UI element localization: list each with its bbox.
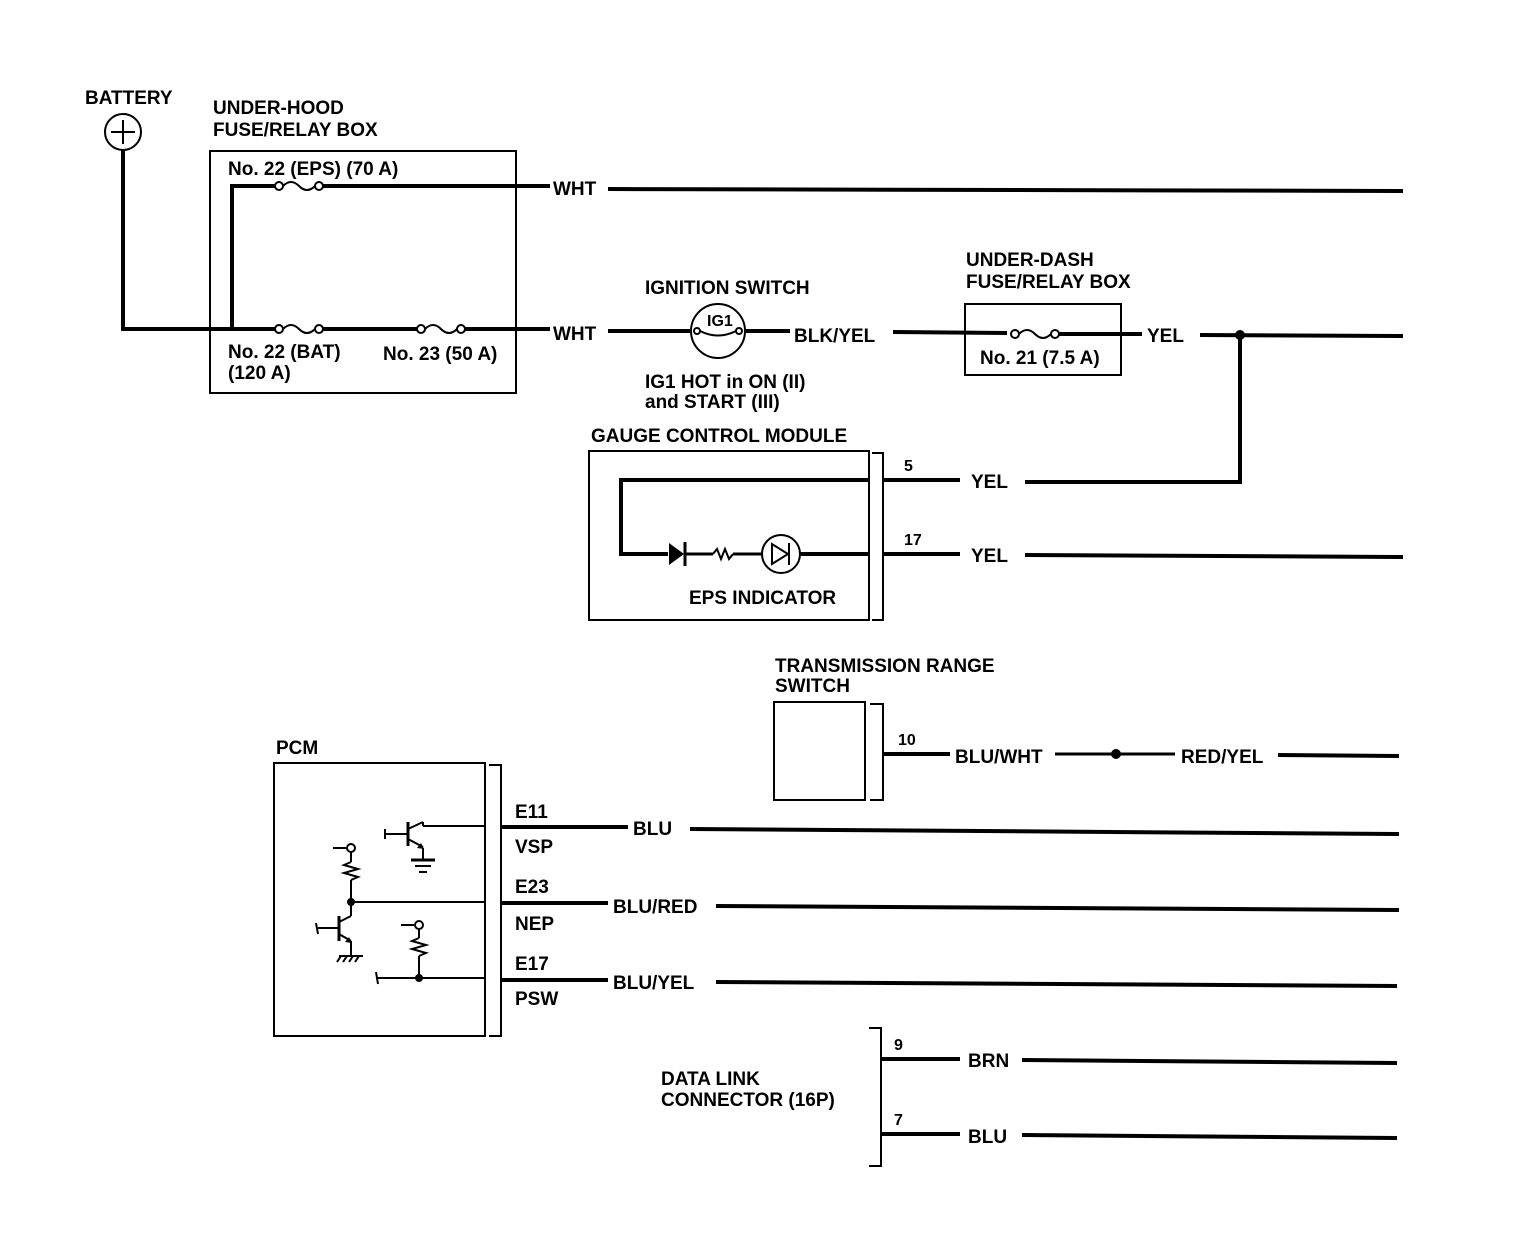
eps-indicator-lamp-icon: [761, 534, 801, 574]
wire-blu-dlc: [1021, 1133, 1398, 1140]
wire-blu-dlc-label: BLU: [968, 1127, 1007, 1148]
wire-red-yel: [1277, 753, 1400, 758]
wire-blu-vsp-label: BLU: [633, 819, 672, 840]
under-dash-title-line2: FUSE/RELAY BOX: [966, 272, 1131, 293]
gcm-title: GAUGE CONTROL MODULE: [591, 426, 847, 447]
wire-red-yel-label: RED/YEL: [1181, 747, 1264, 768]
battery-label: BATTERY: [85, 88, 173, 109]
wire-yel-gcm-17: [1024, 553, 1404, 559]
wire-brn-label: BRN: [968, 1051, 1009, 1072]
wire-wht-ign-label: WHT: [553, 324, 597, 345]
trs-connector-bracket: [870, 703, 884, 801]
under-dash-fuse-relay-box: UNDER-DASH FUSE/RELAY BOX No. 21 (7.5 A)…: [964, 250, 1404, 484]
dlc-title-line1: DATA LINK: [661, 1069, 760, 1090]
under-hood-title-line1: UNDER-HOOD: [213, 98, 344, 119]
nep-pullup-resistor-icon: [333, 843, 362, 902]
gcm-pin-5: 5: [904, 458, 913, 475]
under-hood-box-outline: [209, 150, 517, 394]
pcm-connector-bracket: [489, 764, 502, 1037]
wire-yel-main-label: YEL: [1147, 326, 1184, 347]
fuse-23-label: No. 23 (50 A): [383, 344, 497, 365]
psw-pullup-resistor-icon: [401, 920, 430, 978]
wire-blu-yel: [715, 980, 1398, 988]
ignition-switch: WHT IGNITION SWITCH IG1 IG1 HOT in ON (I…: [553, 278, 1008, 413]
wire-blu-wht-label: BLU/WHT: [955, 747, 1043, 768]
wire-yel-gcm-5-label: YEL: [971, 472, 1008, 493]
fuse-22-eps-label: No. 22 (EPS) (70 A): [228, 159, 398, 180]
ignition-note-line2: and START (III): [645, 392, 780, 413]
gauge-control-module: GAUGE CONTROL MODULE EPS INDICATOR 5 YEL…: [588, 426, 1404, 621]
wire-wht-top: [607, 187, 1404, 193]
battery: BATTERY: [85, 88, 236, 331]
splice-point-blu-wht: [1111, 749, 1121, 759]
under-dash-box-outline: [964, 303, 1122, 376]
ignition-switch-title: IGNITION SWITCH: [645, 278, 810, 299]
pcm-signal-psw: PSW: [515, 989, 558, 1010]
under-hood-title-line2: FUSE/RELAY BOX: [213, 120, 378, 141]
under-hood-fuse-relay-box: UNDER-HOOD FUSE/RELAY BOX No. 22 (EPS) (…: [209, 98, 1404, 394]
dlc-pin-9: 9: [894, 1037, 903, 1054]
ig1-terminal-label: IG1: [707, 313, 733, 330]
eps-indicator-label: EPS INDICATOR: [689, 588, 836, 609]
pcm-title: PCM: [276, 738, 318, 759]
data-link-connector: DATA LINK CONNECTOR (16P) 9 BRN 7 BLU: [661, 1027, 1398, 1167]
trs-pin-10: 10: [898, 732, 916, 749]
gcm-connector-bracket: [872, 452, 884, 621]
wire-yel-main: [1199, 333, 1404, 338]
wire-blk-yel: [892, 330, 1008, 335]
nep-transistor-icon: [315, 902, 363, 963]
pcm: PCM: [273, 738, 1400, 1037]
dlc-pin-7: 7: [894, 1112, 903, 1129]
wire-blu-red-label: BLU/RED: [613, 897, 697, 918]
wire-blu-yel-label: BLU/YEL: [613, 973, 695, 994]
fuse-22-bat-label-line2: (120 A): [228, 363, 291, 384]
wire-blk-yel-label: BLK/YEL: [794, 326, 876, 347]
trs-title-line2: SWITCH: [775, 676, 850, 697]
wire-blu-red: [715, 904, 1400, 912]
trs-title-line1: TRANSMISSION RANGE: [775, 656, 995, 677]
wire-blu-vsp: [689, 827, 1400, 836]
dlc-title-line2: CONNECTOR (16P): [661, 1090, 835, 1111]
fuse-22-bat-label-line1: No. 22 (BAT): [228, 342, 341, 363]
vsp-transistor-icon: [384, 821, 435, 873]
under-dash-title-line1: UNDER-DASH: [966, 250, 1094, 271]
transmission-range-switch: TRANSMISSION RANGE SWITCH 10 BLU/WHT RED…: [773, 656, 1400, 801]
gcm-pin-17: 17: [904, 532, 922, 549]
pcm-pin-e17: E17: [515, 954, 549, 975]
trs-box-outline: [773, 701, 866, 801]
wire-yel-gcm-17-label: YEL: [971, 546, 1008, 567]
fuse-21-label: No. 21 (7.5 A): [980, 348, 1100, 369]
ignition-note-line1: IG1 HOT in ON (II): [645, 372, 805, 393]
dlc-connector-bracket: [869, 1027, 882, 1167]
fuse-22-eps-symbol: [274, 181, 324, 191]
fuse-21-symbol: [1010, 329, 1060, 339]
pcm-signal-vsp: VSP: [515, 837, 553, 858]
pcm-signal-nep: NEP: [515, 914, 554, 935]
wire-wht-top-label: WHT: [553, 179, 597, 200]
diode-icon: [669, 542, 687, 566]
resistor-icon: [712, 546, 734, 562]
pcm-pin-e11: E11: [515, 802, 548, 823]
fuse-23-symbol: [416, 324, 466, 334]
fuse-22-bat-symbol: [274, 324, 324, 334]
gcm-box-outline: [588, 450, 870, 621]
pcm-box-outline: [273, 762, 486, 1037]
pcm-pin-e23: E23: [515, 877, 549, 898]
wire-brn: [1021, 1058, 1398, 1065]
